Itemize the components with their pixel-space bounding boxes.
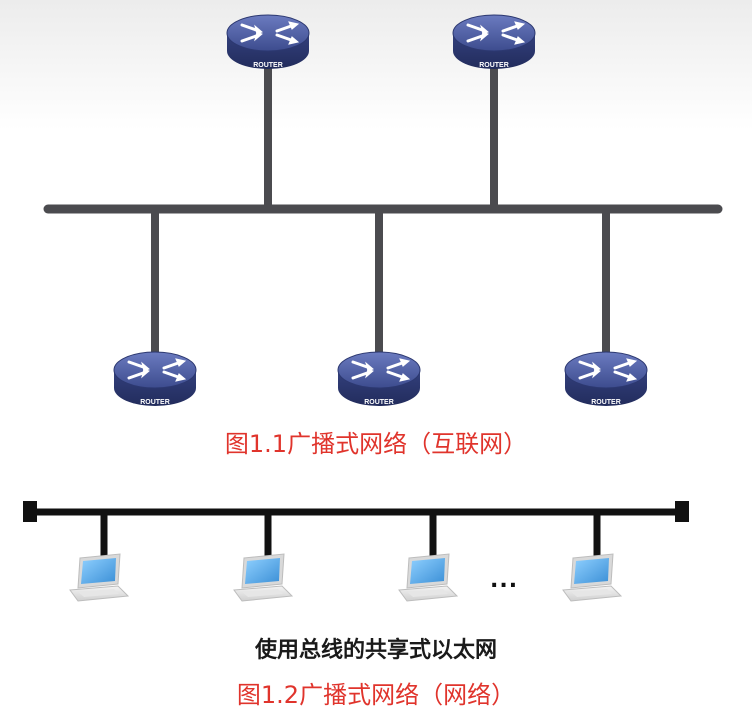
router-icon: ROUTER <box>225 13 311 71</box>
figure-1-2-subtitle: 使用总线的共享式以太网 <box>254 638 497 663</box>
figure-1-1-caption: 图1.1广播式网络（互联网） <box>224 430 528 458</box>
router-label: ROUTER <box>591 399 621 406</box>
router-icon: ROUTER <box>563 350 649 408</box>
router-icon: ROUTER <box>112 350 198 408</box>
more-hosts-ellipsis: ... <box>490 568 519 593</box>
bus-terminator-right <box>675 501 689 522</box>
router-label: ROUTER <box>364 399 394 406</box>
router-icon: ROUTER <box>336 350 422 408</box>
router-icon: ROUTER <box>451 13 537 71</box>
laptop-icon <box>69 553 129 602</box>
laptop-icon <box>398 553 458 602</box>
figure-1-2-caption: 图1.2广播式网络（网络） <box>236 681 516 709</box>
router-label: ROUTER <box>253 62 283 69</box>
router-label: ROUTER <box>479 62 509 69</box>
figure-internet: ROUTER ROUTER ROUTER ROUTER ROUTER <box>43 13 723 408</box>
laptop-icon <box>233 553 293 602</box>
laptop-icon <box>562 553 622 602</box>
figure-shared-ethernet <box>23 501 689 602</box>
router-label: ROUTER <box>140 399 170 406</box>
bus-terminator-left <box>23 501 37 522</box>
